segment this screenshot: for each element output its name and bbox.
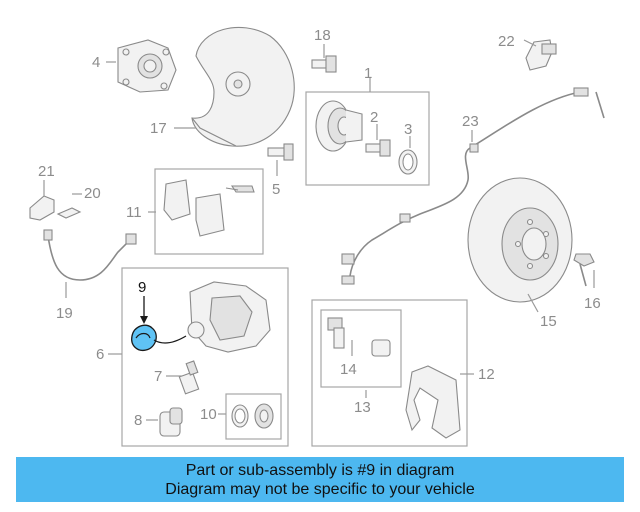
shield-bolt [267,143,294,161]
part-9-highlight [131,324,187,352]
callout-15: 15 [540,313,557,330]
box-12 [311,299,468,447]
callout-5: 5 [272,181,280,198]
seal-kit [231,403,274,429]
callout-9: 9 [138,279,146,296]
brake-disc [467,177,573,303]
callout-3: 3 [404,121,412,138]
hub-bearing [315,100,363,152]
box-10 [225,393,282,440]
guide-bushing [159,407,183,437]
callout-23: 23 [462,113,479,130]
callout-6: 6 [96,346,104,363]
parts-diagram: 1 2 3 4 5 6 7 8 9 10 11 12 13 14 15 16 1… [29,26,605,447]
callout-1: 1 [364,65,372,82]
seal-ring [398,149,418,175]
abs-sensor-wire [341,87,605,285]
callout-22: 22 [498,33,515,50]
bleeder-screw [178,360,200,395]
box-13 [320,309,402,388]
hub-bolt [365,139,391,157]
callout-2: 2 [370,109,378,126]
disc-screw [573,253,595,287]
callout-16: 16 [584,295,601,312]
callout-21: 21 [38,163,55,180]
banner-line-2: Diagram may not be specific to your vehi… [165,481,475,498]
speed-sensor [525,39,557,71]
dust-shield [191,26,295,147]
banner-line-1: Part or sub-assembly is #9 in diagram [185,462,455,479]
callout-18: 18 [314,27,331,44]
bolt-18 [311,55,337,73]
callout-17: 17 [150,120,167,137]
callout-14: 14 [340,361,357,378]
callout-13: 13 [354,399,371,416]
info-banner: Part or sub-assembly is #9 in diagram Di… [16,457,624,502]
clip-20 [56,207,82,219]
callout-10: 10 [200,406,217,423]
guide-pins [327,317,391,357]
box-6 [121,267,289,447]
wear-sensor-wire [43,229,137,281]
callout-4: 4 [92,54,100,71]
callout-8: 8 [134,412,142,429]
wheel-hub-housing [117,39,177,93]
box-1 [305,91,430,186]
brake-caliper [187,281,271,353]
callout-7: 7 [154,368,162,385]
caliper-carrier [405,365,461,439]
callout-19: 19 [56,305,73,322]
callout-12: 12 [478,366,495,383]
callout-20: 20 [84,185,101,202]
callout-11: 11 [126,204,142,221]
brake-pads [163,179,255,237]
bracket-21 [29,195,55,221]
